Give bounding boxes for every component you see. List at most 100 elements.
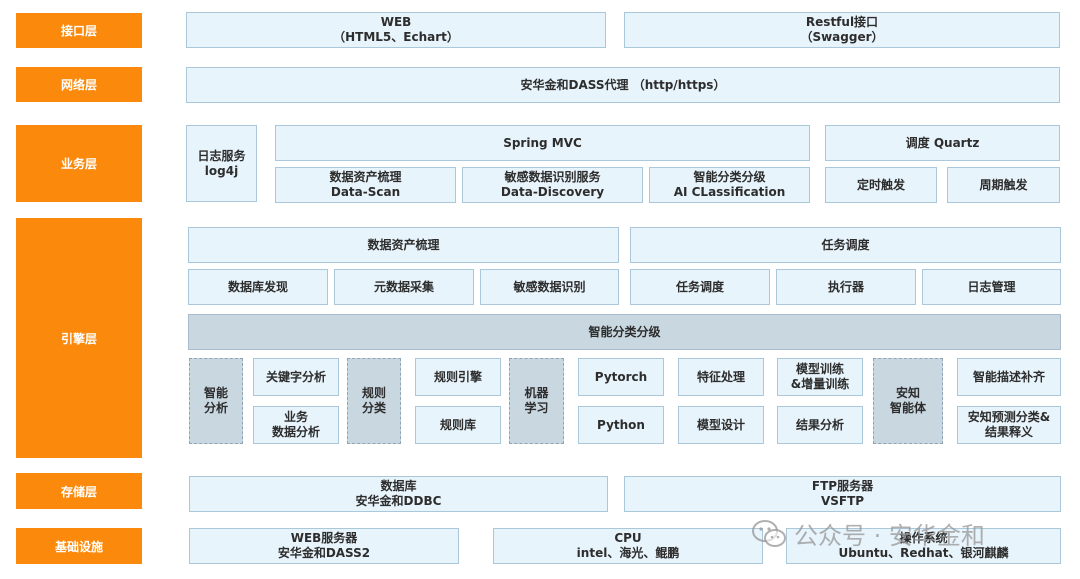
os-subtitle: Ubuntu、Redhat、银河麒麟 (838, 546, 1009, 560)
cpu-subtitle: intel、海光、鲲鹏 (576, 546, 680, 560)
db-discovery-label: 数据库发现 (227, 279, 288, 294)
model-design-box: 模型设计 (678, 406, 764, 444)
ftp-box: FTP服务器 VSFTP (624, 476, 1061, 512)
database-title: 数据库 (380, 479, 417, 493)
python-label: Python (597, 417, 645, 432)
model-training-box: 模型训练 &增量训练 (777, 358, 863, 396)
anzhi-prediction-line1: 安知预测分类& (967, 410, 1051, 424)
rule-classification-line1: 规则 (361, 386, 386, 400)
timed-trigger-label: 定时触发 (856, 177, 905, 192)
web-server-subtitle: 安华金和DASS2 (277, 546, 371, 560)
web-box: WEB （HTML5、Echart） (186, 12, 606, 48)
os-title: 操作系统 (899, 531, 948, 545)
spring-mvc-label: Spring MVC (503, 135, 582, 150)
smart-analysis-line2: 分析 (203, 401, 228, 415)
smart-classification-bar: 智能分类分级 (188, 314, 1061, 350)
timed-trigger-box: 定时触发 (825, 167, 937, 203)
layer-interface: 接口层 (16, 13, 142, 48)
pytorch-label: Pytorch (594, 369, 648, 384)
log-management-box: 日志管理 (922, 269, 1061, 305)
asset-sorting-label: 数据资产梳理 (367, 237, 440, 252)
anzhi-box: 安知 智能体 (873, 358, 943, 444)
layer-business: 业务层 (16, 125, 142, 202)
data-discovery-title: 敏感数据识别服务 (504, 170, 601, 184)
web-server-title: WEB服务器 (290, 531, 358, 545)
business-analysis-line1: 业务 (283, 410, 308, 424)
result-analysis-label: 结果分析 (795, 417, 844, 432)
data-discovery-subtitle: Data-Discovery (500, 185, 605, 199)
quartz-label: 调度 Quartz (905, 135, 980, 150)
data-scan-subtitle: Data-Scan (330, 185, 401, 199)
database-box: 数据库 安华金和DDBC (189, 476, 608, 512)
layer-infra: 基础设施 (16, 528, 142, 564)
wechat-icon (752, 519, 786, 549)
data-discovery-box: 敏感数据识别服务 Data-Discovery (462, 167, 643, 203)
restful-subtitle: （Swagger） (800, 30, 884, 44)
ai-classification-subtitle: AI CLassification (673, 185, 786, 199)
layer-storage: 存储层 (16, 473, 142, 509)
smart-description-label: 智能描述补齐 (972, 369, 1045, 384)
watermark-text: 公众号 · 安华金和 (794, 522, 985, 550)
sensitive-identification-box: 敏感数据识别 (480, 269, 619, 305)
rule-library-label: 规则库 (439, 417, 476, 432)
business-analysis-line2: 数据分析 (271, 425, 320, 439)
machine-learning-line1: 机器 (524, 386, 549, 400)
watermark: 公众号 · 安华金和 (752, 516, 985, 551)
log-service-subtitle: log4j (204, 163, 239, 178)
log-service-title: 日志服务 (197, 148, 246, 163)
pytorch-box: Pytorch (578, 358, 664, 396)
feature-processing-box: 特征处理 (678, 358, 764, 396)
periodic-trigger-label: 周期触发 (979, 177, 1028, 192)
smart-analysis-line1: 智能 (203, 386, 228, 400)
machine-learning-box: 机器 学习 (509, 358, 564, 444)
asset-sorting-box: 数据资产梳理 (188, 227, 619, 263)
anzhi-prediction-box: 安知预测分类& 结果释义 (957, 406, 1061, 444)
anzhi-line1: 安知 (895, 386, 920, 400)
restful-box: Restful接口 （Swagger） (624, 12, 1060, 48)
ai-classification-title: 智能分类分级 (693, 170, 766, 184)
log-management-label: 日志管理 (967, 279, 1016, 294)
quartz-box: 调度 Quartz (825, 125, 1060, 161)
spring-mvc-box: Spring MVC (275, 125, 810, 161)
model-training-line2: &增量训练 (790, 377, 850, 391)
keyword-analysis-label: 关键字分析 (265, 369, 326, 384)
database-subtitle: 安华金和DDBC (355, 494, 442, 508)
rule-engine-box: 规则引擎 (415, 358, 501, 396)
cpu-title: CPU (614, 531, 642, 545)
machine-learning-line2: 学习 (524, 401, 549, 415)
web-server-box: WEB服务器 安华金和DASS2 (189, 528, 459, 564)
task-scheduling-label: 任务调度 (675, 279, 724, 294)
executor-box: 执行器 (776, 269, 916, 305)
ftp-subtitle: VSFTP (820, 494, 865, 508)
python-box: Python (578, 406, 664, 444)
task-scheduling-box: 任务调度 (630, 269, 770, 305)
metadata-collection-label: 元数据采集 (373, 279, 434, 294)
os-box: 操作系统 Ubuntu、Redhat、银河麒麟 (786, 528, 1061, 564)
cpu-box: CPU intel、海光、鲲鹏 (493, 528, 763, 564)
layer-network: 网络层 (16, 67, 142, 102)
task-scheduling-header-label: 任务调度 (821, 237, 870, 252)
rule-classification-line2: 分类 (361, 401, 386, 415)
proxy-box: 安华金和DASS代理 （http/https） (186, 67, 1060, 103)
proxy-label: 安华金和DASS代理 （http/https） (520, 77, 726, 92)
smart-classification-label: 智能分类分级 (588, 324, 661, 339)
task-scheduling-header-box: 任务调度 (630, 227, 1061, 263)
smart-description-box: 智能描述补齐 (957, 358, 1061, 396)
rule-engine-label: 规则引擎 (433, 369, 482, 384)
ai-classification-box: 智能分类分级 AI CLassification (649, 167, 810, 203)
ftp-title: FTP服务器 (811, 479, 874, 493)
rule-classification-box: 规则 分类 (347, 358, 401, 444)
layer-engine: 引擎层 (16, 218, 142, 458)
rule-library-box: 规则库 (415, 406, 501, 444)
log-service-box: 日志服务 log4j (186, 125, 257, 202)
periodic-trigger-box: 周期触发 (947, 167, 1060, 203)
model-training-line1: 模型训练 (795, 362, 844, 376)
feature-processing-label: 特征处理 (696, 369, 745, 384)
metadata-collection-box: 元数据采集 (334, 269, 474, 305)
executor-label: 执行器 (827, 279, 864, 294)
anzhi-line2: 智能体 (889, 401, 926, 415)
data-scan-box: 数据资产梳理 Data-Scan (275, 167, 456, 203)
db-discovery-box: 数据库发现 (188, 269, 328, 305)
result-analysis-box: 结果分析 (777, 406, 863, 444)
sensitive-identification-label: 敏感数据识别 (513, 279, 586, 294)
